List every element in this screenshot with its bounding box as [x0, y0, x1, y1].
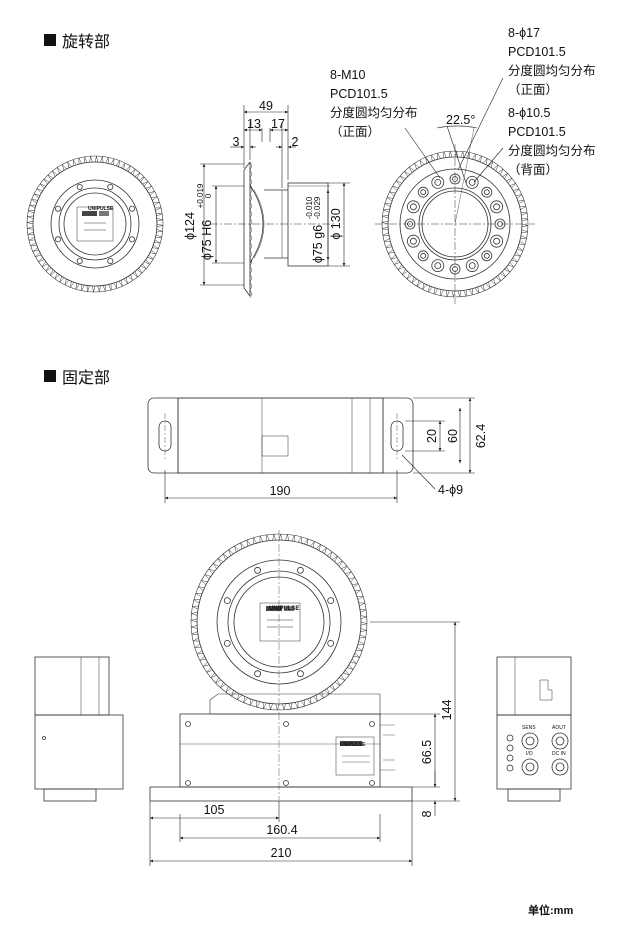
dim-190-label: 190	[270, 484, 291, 498]
note-4-phi9: 4-ϕ9	[438, 483, 463, 497]
note-phi17: 8-ϕ17 PCD101.5 分度圆均匀分布 （正面）	[508, 26, 596, 97]
stator-top-view	[147, 397, 414, 474]
unit-label: 单位:mm	[528, 905, 574, 917]
tol-g6-lower: -0.029	[313, 196, 322, 219]
stator-label-brand: UNIPULSE	[269, 606, 299, 612]
stator-front-view	[149, 530, 413, 802]
side-view-dimensions	[200, 105, 350, 286]
tol-g6-upper: -0.010	[305, 196, 314, 219]
dim-17-label: 17	[271, 117, 285, 131]
dim-62-4-label: 62.4	[474, 424, 488, 448]
dim-3-label: 3	[233, 135, 240, 149]
bolt-holes-left	[55, 183, 135, 264]
front-view-dimensions	[149, 621, 460, 866]
section-title-rotating: 旋转部	[62, 34, 111, 51]
stator-left-view	[34, 656, 124, 802]
dim-phi124-label: ϕ124	[183, 212, 197, 240]
section-header-fixed: 固定部	[44, 364, 110, 388]
dim-105-label: 105	[204, 803, 225, 817]
dim-144-label: 144	[440, 700, 454, 721]
square-bullet-icon	[44, 34, 56, 46]
note-m10: 8-M10 PCD101.5 分度圆均匀分布 （正面）	[330, 68, 418, 139]
dim-66-5-label: 66.5	[420, 740, 434, 764]
gear-teeth-bottom	[190, 533, 368, 711]
bolt-holes-bottom	[223, 566, 335, 678]
top-view-dimensions	[164, 397, 475, 503]
dim-2-label: 2	[292, 135, 299, 149]
rotor-back-view	[375, 77, 535, 304]
connector-io-label: I/O	[526, 751, 533, 757]
dim-phi75h6-label: ϕ75 H6	[200, 220, 214, 260]
angle-label: 22.5°	[446, 113, 475, 127]
dim-8-label: 8	[420, 810, 434, 817]
connector-dcin-label: DC IN	[552, 751, 566, 757]
bolt-holes-right	[404, 173, 506, 275]
tol-h6-lower: 0	[204, 193, 213, 198]
dim-49-label: 49	[259, 99, 273, 113]
section-title-fixed: 固定部	[62, 370, 111, 387]
dim-60-label: 60	[446, 429, 460, 443]
dim-160-4-label: 160.4	[266, 823, 297, 837]
gear-teeth-left	[26, 155, 164, 293]
dim-20-label: 20	[425, 429, 439, 443]
tol-h6-upper: +0.019	[196, 183, 205, 208]
body-label-brand: UNIPULSE	[340, 742, 366, 748]
section-header-rotating: 旋转部	[44, 28, 110, 52]
stator-right-view	[496, 656, 572, 802]
dim-phi130-label: ϕ 130	[329, 208, 343, 239]
rotor-label-brand: UNIPULSE	[88, 206, 114, 212]
dim-phi75g6-label: ϕ75 g6	[311, 225, 325, 263]
connector-sens-label: SENS	[522, 725, 536, 731]
connector-aout-label: AOUT	[552, 725, 566, 731]
dim-13-label: 13	[247, 117, 261, 131]
rotor-front-view	[26, 155, 164, 293]
note-phi10: 8-ϕ10.5 PCD101.5 分度圆均匀分布 （背面）	[508, 106, 596, 177]
square-bullet-icon	[44, 370, 56, 382]
dim-210-label: 210	[271, 846, 292, 860]
